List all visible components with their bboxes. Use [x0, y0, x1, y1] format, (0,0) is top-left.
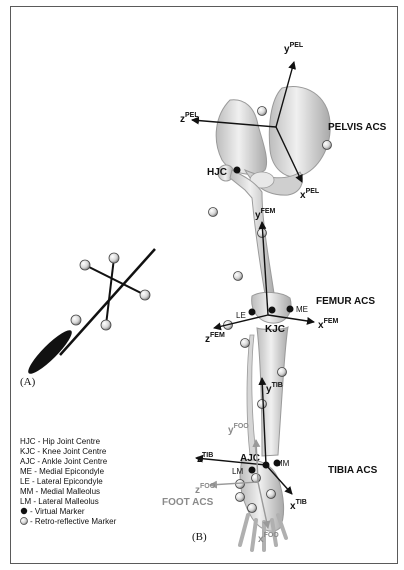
kjc-label: KJC	[265, 324, 285, 335]
legend-item-kjc: KJC - Knee Joint Centre	[20, 447, 107, 456]
virtual-marker-legend-icon	[21, 508, 27, 514]
me-label: ME	[296, 305, 308, 314]
legend-item-me: ME - Medial Epicondyle	[20, 467, 105, 476]
legend-item-ajc: AJC - Ankle Joint Centre	[20, 457, 108, 466]
tibia-x-axis-label: xTIB	[290, 499, 307, 512]
legend-item-virtual-marker: - Virtual Marker	[30, 507, 85, 516]
le-label: LE	[236, 311, 246, 320]
tibia-acs-label: TIBIA ACS	[328, 465, 378, 476]
pelvis-acs-label: PELVIS ACS	[328, 122, 387, 133]
mm-label: MM	[276, 459, 290, 468]
legend: HJC - Hip Joint Centre KJC - Knee Joint …	[20, 437, 117, 526]
panel-a-label: (A)	[20, 376, 36, 388]
legend-item-mm: MM - Medial Malleolus	[20, 487, 100, 496]
pelvis-y-axis-label: yPEL	[284, 42, 304, 55]
pelvis-x-axis-label: xPEL	[300, 188, 320, 201]
legend-item-lm: LM - Lateral Malleolus	[20, 497, 99, 506]
femur-acs-label: FEMUR ACS	[316, 296, 375, 307]
femur-z-axis-label: zFEM	[205, 332, 225, 345]
legend-item-retro-marker: - Retro-reflective Marker	[30, 517, 117, 526]
retro-marker-legend-icon	[21, 518, 28, 525]
foot-y-axis-label: yFOO	[228, 423, 249, 436]
panel-b-label: (B)	[192, 531, 207, 543]
foot-acs-label: FOOT ACS	[162, 497, 214, 508]
pelvis-z-axis-label: zPEL	[180, 112, 199, 125]
lm-label: LM	[232, 467, 243, 476]
hjc-label: HJC	[207, 167, 227, 178]
femur-y-axis-label: yFEM	[255, 208, 276, 221]
tibia-z-axis-label: zTIB	[197, 452, 213, 465]
legend-item-hjc: HJC - Hip Joint Centre	[20, 437, 101, 446]
foot-z-axis-label: zFOO	[195, 483, 216, 496]
femur-x-axis-label: xFEM	[318, 318, 339, 331]
legend-item-le: LE - Lateral Epicondyle	[20, 477, 103, 486]
marker-cluster-wand	[24, 249, 155, 378]
